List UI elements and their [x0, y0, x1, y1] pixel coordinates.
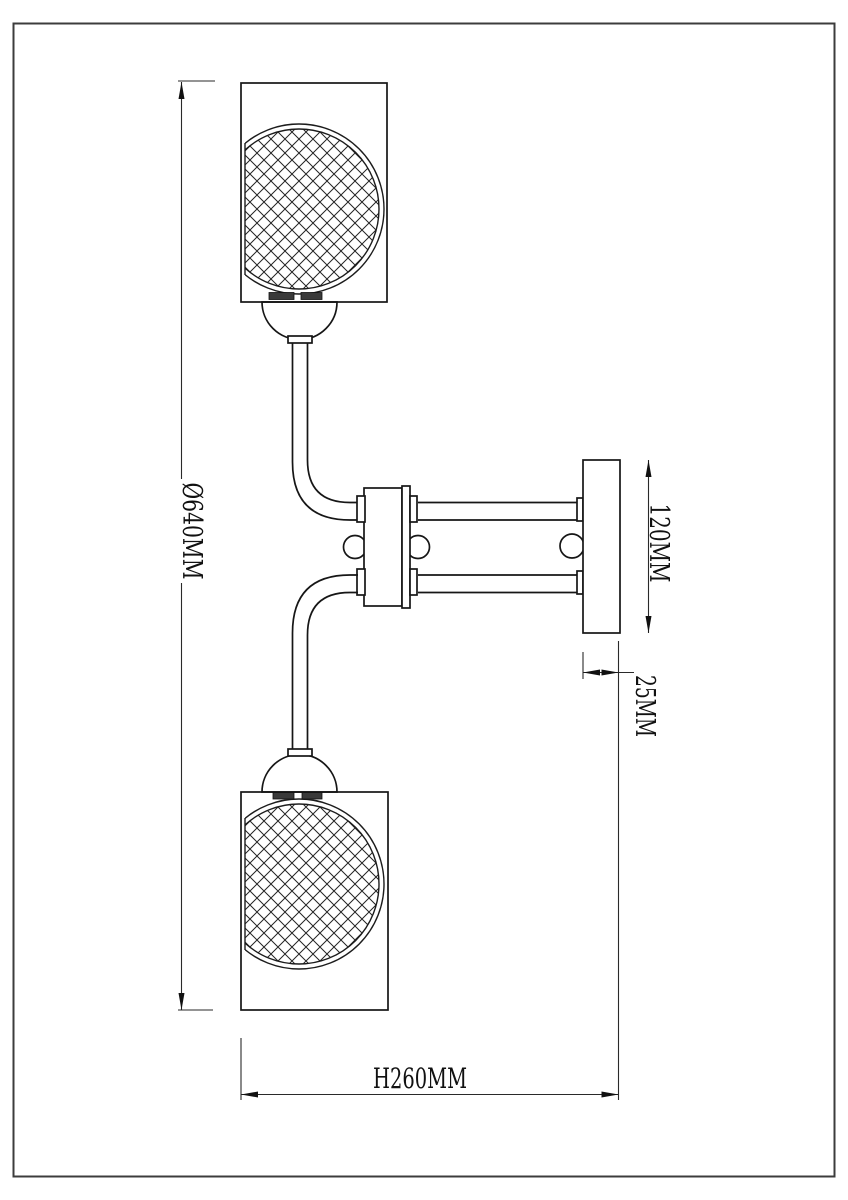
thumb-screw	[559, 533, 585, 559]
bottom-arm-tube	[291, 574, 358, 749]
top-arm-tube	[291, 343, 358, 521]
top-stem-collar	[287, 335, 313, 344]
bottom-stem-collar	[287, 748, 313, 757]
thumb-screw	[342, 534, 368, 560]
center-bracket	[363, 487, 403, 607]
center-bracket-plate	[401, 485, 411, 609]
dim-diameter: Ø640MM	[176, 80, 215, 1011]
upper-cross-tube	[418, 501, 578, 521]
bottom-shade-box	[240, 791, 389, 1011]
bottom-socket-dome	[261, 753, 338, 793]
dim-plate-depth: 25MM	[582, 641, 660, 1100]
top-holder-tab	[268, 292, 295, 300]
dim-plate-height-label: 120MM	[643, 504, 674, 583]
center-assembly	[342, 459, 621, 634]
sheet-border	[12, 22, 836, 1178]
bottom-holder-tab	[301, 792, 323, 800]
lower-cross-tube	[418, 574, 578, 594]
dim-plate-height: 120MM	[643, 460, 674, 633]
tube-collar	[576, 497, 584, 522]
wall-mount-plate	[582, 459, 621, 634]
bottom-mesh-ball	[214, 799, 384, 969]
top-mesh-ball	[214, 124, 384, 294]
top-shade-box	[240, 82, 388, 303]
dim-plate-depth-label: 25MM	[629, 675, 660, 737]
tube-collar	[356, 568, 366, 596]
tube-collar	[356, 495, 366, 523]
tube-collar	[409, 568, 418, 596]
bottom-holder-tab	[272, 792, 295, 800]
top-lamp	[214, 82, 388, 521]
top-holder-tab	[300, 292, 323, 300]
dim-overall-height: H260MM	[240, 1038, 619, 1100]
dim-diameter-label: Ø640MM	[176, 483, 207, 580]
dim-overall-height-label: H260MM	[373, 1062, 467, 1095]
tube-collar	[576, 570, 584, 595]
tube-collar	[409, 495, 418, 523]
bottom-lamp	[214, 574, 389, 1011]
top-socket-dome	[261, 301, 338, 341]
